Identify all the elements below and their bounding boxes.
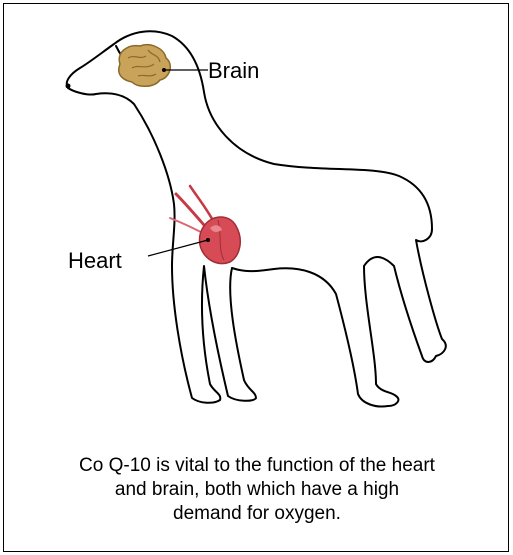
- heart-leader-line: [148, 240, 208, 256]
- brain-leader-dot: [162, 68, 166, 72]
- figure-frame: Brain Heart Co Q-10 is vital to the func…: [3, 3, 509, 552]
- brain-label: Brain: [208, 60, 259, 82]
- caption: Co Q-10 is vital to the function of the …: [24, 454, 490, 526]
- heart-leader-dot: [206, 238, 210, 242]
- dog-nose: [66, 84, 71, 89]
- caption-line-1: Co Q-10 is vital to the function of the …: [24, 454, 490, 478]
- caption-line-2: and brain, both which have a high: [24, 478, 490, 502]
- caption-line-3: demand for oxygen.: [24, 502, 490, 526]
- brain-icon: [119, 45, 171, 87]
- heart-label: Heart: [68, 250, 122, 272]
- dog-outline: [67, 31, 446, 406]
